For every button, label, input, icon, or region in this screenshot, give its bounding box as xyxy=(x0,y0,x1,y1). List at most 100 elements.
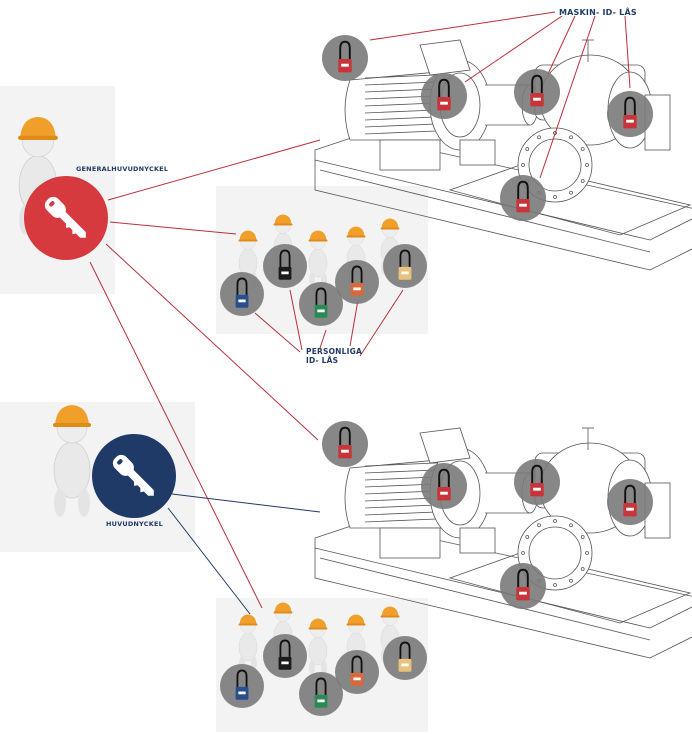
padlock-shackle xyxy=(236,669,248,688)
padlock-shackle xyxy=(236,277,248,296)
machine-lock xyxy=(607,91,653,137)
padlock-label xyxy=(626,507,634,511)
worker-helmet xyxy=(347,226,365,237)
padlock-label xyxy=(533,487,541,491)
padlock-shackle xyxy=(339,40,351,60)
personal-lock-connector xyxy=(289,289,303,351)
pump-base-edge xyxy=(319,557,651,641)
worker-personal xyxy=(308,230,328,287)
lock-circle xyxy=(383,244,427,288)
key-head xyxy=(44,196,66,218)
flange-bolt xyxy=(569,135,573,140)
worker-helmet-brim xyxy=(346,235,366,238)
padlock-label xyxy=(401,663,409,667)
flange-bolt xyxy=(553,195,557,199)
pump-machine-top xyxy=(314,39,692,271)
flange-bolt xyxy=(525,535,530,539)
flange-bolt xyxy=(521,163,525,167)
worker-helmet xyxy=(20,116,56,139)
personal-locks-label: PERSONLIGA ID- LÅS xyxy=(306,347,362,365)
worker-leg xyxy=(78,489,90,517)
motor-foot xyxy=(459,527,496,554)
machine-lock-connector xyxy=(547,15,576,75)
lock-circle xyxy=(421,73,467,119)
worker-helmet xyxy=(55,405,89,426)
personal-lock-connector xyxy=(359,289,404,357)
lock-circle xyxy=(322,35,368,81)
worker-leg xyxy=(309,660,315,675)
padlock-label xyxy=(317,699,325,703)
padlock-label xyxy=(533,97,541,101)
padlock-shackle xyxy=(399,641,411,660)
padlock-label xyxy=(341,63,349,67)
flange-bolt xyxy=(537,523,541,528)
padlock-shackle xyxy=(279,249,291,268)
worker-helmet-brim xyxy=(380,227,400,230)
grand-master-connector xyxy=(107,139,321,201)
worker-leg xyxy=(309,272,315,287)
padlock-shackle xyxy=(315,677,327,696)
padlock-label xyxy=(519,591,527,595)
key-icon xyxy=(44,196,86,238)
machine-lock xyxy=(421,73,467,119)
personal-locks-label-line1: PERSONLIGA xyxy=(306,347,362,356)
flange-bolt xyxy=(580,535,585,539)
grand-master-connector xyxy=(89,261,263,609)
machine-lock xyxy=(500,563,546,609)
padlock-shackle xyxy=(624,484,636,504)
padlock-label xyxy=(238,299,246,303)
lock-circle xyxy=(322,421,368,467)
lock-circle xyxy=(421,463,467,509)
personal-lock xyxy=(299,282,343,326)
machine-lock xyxy=(421,463,467,509)
worker-helmet-brim xyxy=(273,223,293,226)
worker-helmet-brim xyxy=(18,135,58,140)
flange-bolt xyxy=(553,519,557,523)
padlock-shackle xyxy=(399,249,411,268)
machine-lock-connector xyxy=(464,15,563,83)
machine-lock xyxy=(607,479,653,525)
personal-lock-connector xyxy=(319,329,327,349)
worker-helmet xyxy=(274,214,292,225)
worker-helmet-brim xyxy=(346,623,366,626)
personal-lock xyxy=(335,650,379,694)
worker-helmet-brim xyxy=(380,615,400,618)
padlock-label xyxy=(626,119,634,123)
flange-bolt xyxy=(537,135,541,140)
padlock-shackle xyxy=(315,287,327,306)
key-icon xyxy=(112,454,154,496)
lock-circle xyxy=(335,260,379,304)
padlock-label xyxy=(281,661,289,665)
flange-bolt xyxy=(569,190,573,195)
padlock-shackle xyxy=(517,568,529,588)
worker-helmet xyxy=(239,230,257,241)
key-hole xyxy=(49,201,55,207)
flange-bolt xyxy=(553,583,557,587)
padlock-shackle xyxy=(438,78,450,98)
key-head xyxy=(112,454,134,476)
machine-lock xyxy=(322,421,368,467)
lock-circle xyxy=(607,91,653,137)
flange-bolt xyxy=(569,523,573,528)
personal-lock xyxy=(383,244,427,288)
worker-helmet xyxy=(309,230,327,241)
personal-lock xyxy=(383,636,427,680)
personal-lock xyxy=(220,664,264,708)
flange-bolt xyxy=(525,147,530,151)
padlock-shackle xyxy=(531,74,543,94)
padlock-shackle xyxy=(351,265,363,284)
padlock-label xyxy=(401,271,409,275)
flange-bolt xyxy=(585,551,589,555)
machine-lock xyxy=(514,459,560,505)
personal-lock xyxy=(263,634,307,678)
lock-circle xyxy=(500,563,546,609)
worker-leg xyxy=(54,489,66,517)
master-key-label: HUVUDNYCKEL xyxy=(106,520,163,528)
motor-junction-box xyxy=(419,39,471,76)
lock-circle xyxy=(263,244,307,288)
padlock-shackle xyxy=(517,180,529,200)
key-blade xyxy=(59,211,86,238)
lock-circle xyxy=(220,664,264,708)
worker-helmet xyxy=(309,618,327,629)
